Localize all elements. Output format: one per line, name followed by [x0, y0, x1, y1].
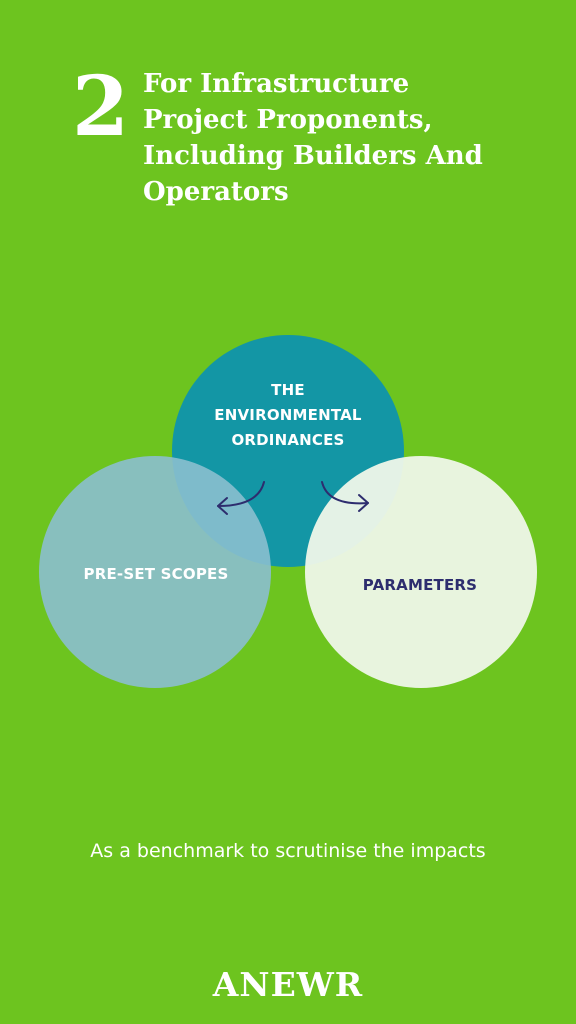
title-line-1: For Infrastructure [143, 69, 410, 99]
arrow-right-curve [321, 481, 369, 505]
label-top-line-1: THE [271, 381, 305, 399]
circle-pre-set-scopes [39, 456, 271, 688]
arrowhead-left [217, 497, 228, 515]
title-line-2: Project Proponents, [143, 105, 433, 135]
circle-parameters [305, 456, 537, 688]
page-title: For Infrastructure Project Proponents, I… [143, 66, 543, 210]
arrowhead-right [358, 494, 369, 512]
label-environmental-ordinances: THE ENVIRONMENTAL ORDINANCES [188, 378, 388, 453]
label-top-line-3: ORDINANCES [231, 431, 345, 449]
step-number: 2 [72, 59, 130, 155]
label-pre-set-scopes: PRE-SET SCOPES [83, 565, 229, 583]
tagline: As a benchmark to scrutinise the impacts [90, 840, 486, 862]
brand-logo: ANEWR [212, 965, 364, 1004]
title-line-3: Including Builders And [143, 141, 483, 171]
arrow-left-curve [217, 481, 265, 507]
label-parameters: PARAMETERS [362, 576, 478, 594]
label-top-line-2: ENVIRONMENTAL [214, 406, 362, 424]
title-line-4: Operators [143, 177, 289, 207]
